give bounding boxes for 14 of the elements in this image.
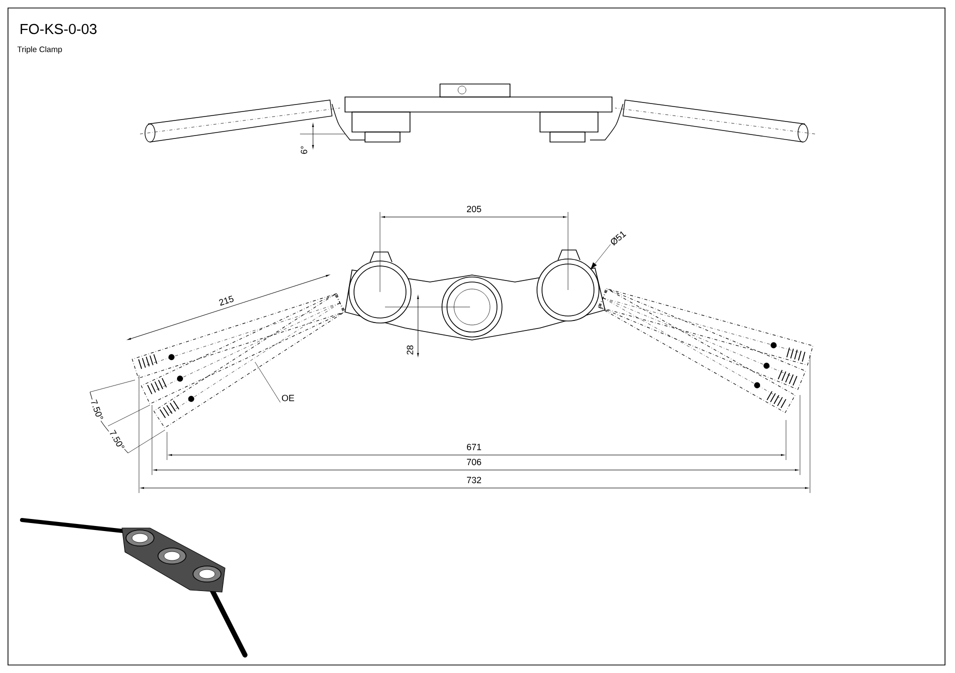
- dimension-label: Triple Clamp: [16, 45, 64, 55]
- callout-label: Ø51: [610, 231, 626, 246]
- dimension-label: 671: [466, 442, 483, 452]
- leader-line: [590, 244, 611, 270]
- dimension-label: 205: [466, 204, 483, 214]
- dimension-label: 706: [466, 458, 483, 466]
- dimension-label: 28: [406, 344, 414, 356]
- callout-label: OE: [282, 394, 294, 402]
- leader-line: [254, 362, 280, 403]
- dimension-label: 7.50°: [89, 398, 105, 422]
- drawing-title: FO-KS-0-03: [20, 24, 97, 34]
- dimension-label: 215: [216, 294, 236, 308]
- dimension-label: 6°: [300, 144, 308, 156]
- dimension-label: 732: [466, 476, 483, 484]
